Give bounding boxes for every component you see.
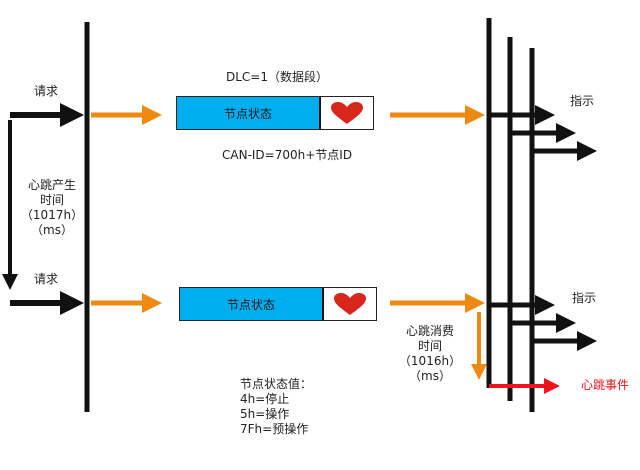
dlc-label: DLC=1（数据段）: [226, 70, 328, 84]
heartbeat-frame-2: 节点状态: [179, 287, 377, 321]
heartbeat-frame-1: 节点状态: [176, 96, 374, 130]
can-id-label: CAN-ID=700h+节点ID: [222, 148, 353, 162]
node-state-field-2: 节点状态: [180, 288, 324, 320]
request-label-1: 请求: [34, 84, 59, 98]
interval-line-1: 心跳产生: [27, 178, 76, 192]
node-state-field-1: 节点状态: [177, 97, 321, 129]
interval-line-3: （1017h）: [20, 208, 84, 222]
interval-line-4: （ms）: [31, 223, 73, 237]
timeout-line-3: （1016h）: [398, 354, 462, 368]
request-label-2: 请求: [34, 272, 59, 286]
indication-label-1: 指示: [570, 94, 595, 108]
indication-label-2: 指示: [572, 291, 597, 305]
timeout-line-2: 时间: [417, 339, 442, 353]
state-value-operational: 5h=操作: [240, 407, 290, 421]
state-value-preoperational: 7Fh=预操作: [240, 422, 309, 436]
timeout-line-1: 心跳消费: [405, 324, 454, 338]
state-values-title: 节点状态值：: [240, 377, 313, 391]
heartbeat-event-label: 心跳事件: [581, 378, 630, 392]
interval-line-2: 时间: [39, 193, 64, 207]
state-value-stopped: 4h=停止: [240, 392, 290, 406]
timeout-line-4: （ms）: [409, 369, 451, 383]
heart-icon: [324, 288, 376, 320]
heartbeat-consumer-time-label: 心跳消费 时间 （1016h） （ms）: [398, 324, 462, 384]
state-values-legend: 节点状态值： 4h=停止 5h=操作 7Fh=预操作: [240, 377, 312, 437]
heartbeat-producer-time-label: 心跳产生 时间 （1017h） （ms）: [20, 178, 84, 238]
heart-icon: [321, 97, 373, 129]
